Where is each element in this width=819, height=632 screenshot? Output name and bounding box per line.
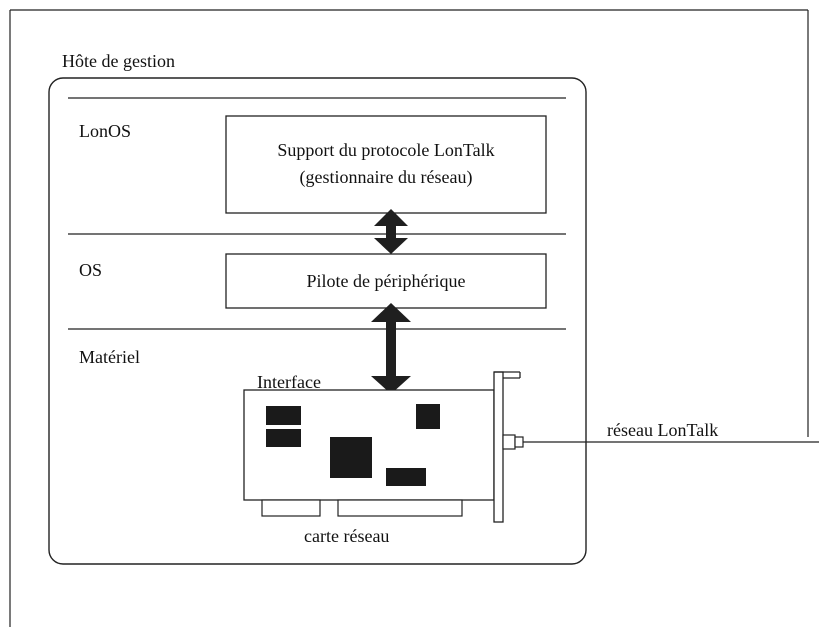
- chip: [416, 404, 440, 429]
- network-label: réseau LonTalk: [607, 420, 719, 440]
- protocol-support-box: [225, 115, 547, 214]
- device-driver-box: [225, 253, 547, 309]
- protocol-support-text: Support du protocole LonTalk (gestionnai…: [226, 137, 546, 191]
- card-bracket: [493, 371, 504, 523]
- outer-frame: [9, 9, 809, 627]
- network-card-label: carte réseau: [304, 526, 390, 546]
- interface-label: Interface: [257, 372, 321, 392]
- arrow-protocol-driver: [374, 209, 408, 254]
- chip: [266, 429, 301, 447]
- card-connector: [502, 434, 516, 450]
- protocol-support-line2: (gestionnaire du réseau): [299, 167, 473, 187]
- layer-label-hardware: Matériel: [79, 347, 140, 367]
- chip: [386, 468, 426, 486]
- chip: [330, 437, 372, 478]
- card-edge-connector-right: [337, 499, 463, 517]
- network-card: [243, 371, 524, 523]
- arrow-driver-interface: [371, 303, 411, 394]
- protocol-support-line1: Support du protocole LonTalk: [277, 140, 495, 160]
- card-edge-connector-left: [261, 499, 321, 517]
- layer-label-os: OS: [79, 260, 103, 280]
- chip: [266, 406, 301, 425]
- layer-label-lonos: LonOS: [79, 121, 132, 141]
- device-driver-text: Pilote de périphérique: [306, 271, 466, 291]
- host-title: Hôte de gestion: [62, 51, 175, 71]
- host-box: [48, 77, 587, 565]
